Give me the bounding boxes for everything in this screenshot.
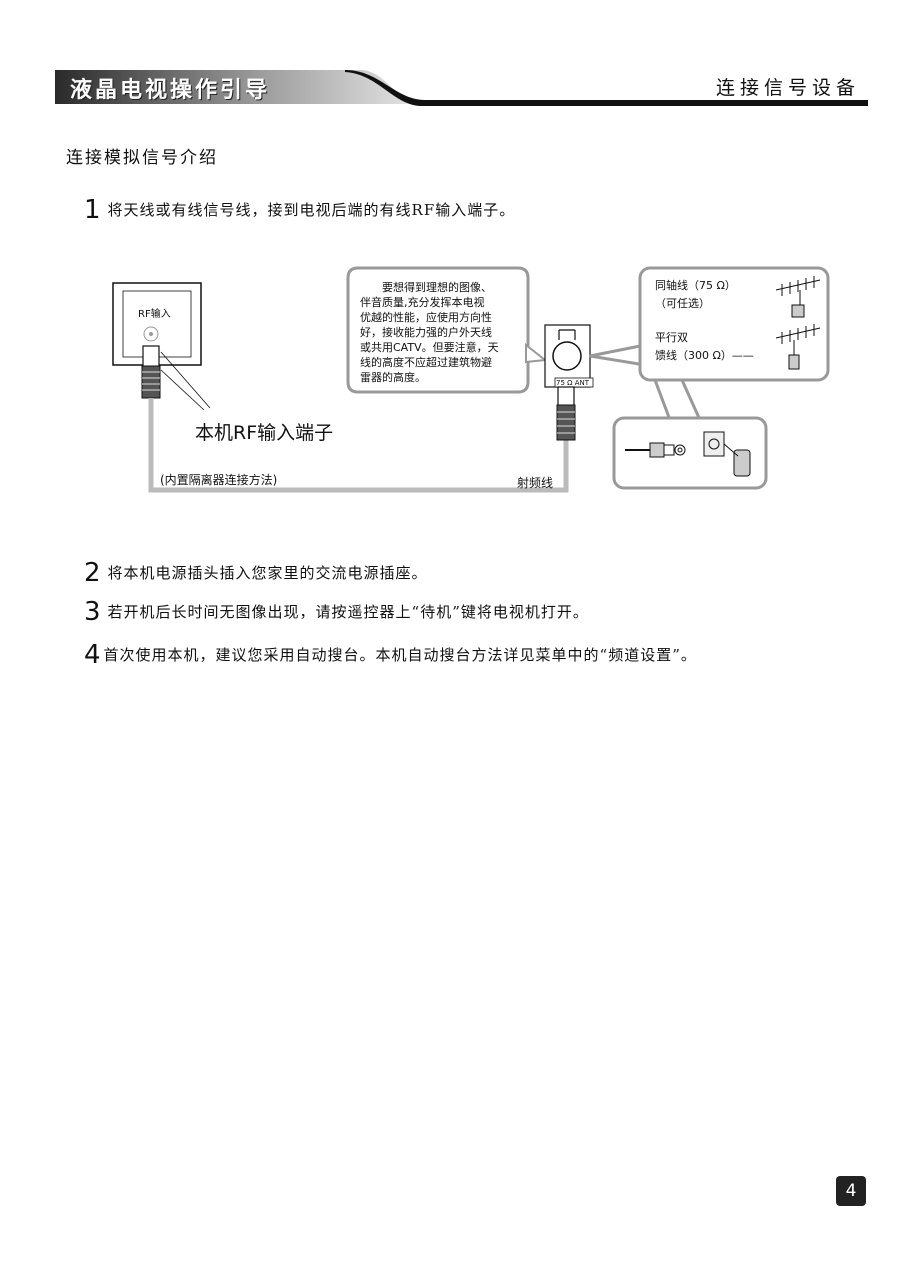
info-bubble bbox=[346, 266, 530, 394]
step-text: 将本机电源插头插入您家里的交流电源插座。 bbox=[107, 564, 428, 582]
step-3: 3 若开机后长时间无图像出现，请按遥控器上“待机”键将电视机打开。 bbox=[84, 597, 589, 627]
step-number: 3 bbox=[84, 597, 102, 627]
rf-plug-icon bbox=[141, 365, 161, 399]
bubble-line: 雷器的高度。 bbox=[360, 371, 426, 384]
step-2: 2 将本机电源插头插入您家里的交流电源插座。 bbox=[84, 558, 428, 588]
coax-optional-label: （可任选） bbox=[655, 297, 710, 310]
adapter-icon bbox=[625, 442, 686, 458]
bubble-line: 好，接收能力强的户外天线 bbox=[360, 326, 492, 339]
antenna-icon-coax bbox=[775, 276, 821, 318]
parallel-label-line1: 平行双 bbox=[655, 331, 688, 344]
step-1: 1 将天线或有线信号线，接到电视后端的有线RF输入端子。 bbox=[84, 195, 515, 225]
rf-cable-label: 射频线 bbox=[517, 476, 554, 490]
rf-port-icon bbox=[143, 326, 159, 342]
step-text: 首次使用本机，建议您采用自动搜台。本机自动搜台方法详见菜单中的“频道设置”。 bbox=[103, 646, 697, 664]
bubble-line: 优越的性能，应使用方向性 bbox=[360, 311, 492, 324]
page-number: 4 bbox=[836, 1176, 866, 1206]
adapter-box bbox=[612, 416, 768, 490]
isolator-label: (内置隔离器连接方法) bbox=[160, 473, 278, 487]
step-number: 4 bbox=[84, 640, 102, 670]
section-title: 连接模拟信号介绍 bbox=[66, 148, 218, 168]
section-heading-right: 连接信号设备 bbox=[715, 77, 860, 99]
antenna-info-box bbox=[638, 266, 830, 382]
parallel-label-line2: 馈线（300 Ω）—— bbox=[655, 349, 754, 362]
step-text: 将天线或有线信号线，接到电视后端的有线RF输入端子。 bbox=[107, 201, 516, 219]
step-number: 2 bbox=[84, 558, 102, 588]
rf-port-label: RF输入 bbox=[138, 309, 171, 320]
step-text: 若开机后长时间无图像出现，请按遥控器上“待机”键将电视机打开。 bbox=[107, 603, 589, 621]
step-number: 1 bbox=[84, 195, 102, 225]
coax-label: 同轴线（75 Ω） bbox=[655, 279, 736, 292]
bubble-line: 要想得到理想的图像、 bbox=[382, 281, 492, 294]
antenna-icon-parallel bbox=[775, 324, 821, 370]
rf-cable bbox=[148, 398, 569, 493]
wall-socket-icon bbox=[703, 431, 751, 477]
header-bar bbox=[55, 70, 868, 106]
connection-diagram bbox=[112, 266, 830, 493]
bubble-line: 线的高度不应超过建筑物避 bbox=[360, 356, 492, 369]
header-title: 液晶电视操作引导 bbox=[70, 77, 271, 103]
ant-label: 75 Ω ANT bbox=[556, 379, 590, 387]
info-bubble-text: 要想得到理想的图像、 伴音质量,充分发挥本电视 优越的性能，应使用方向性 好，接… bbox=[360, 280, 525, 385]
terminal-label: 本机RF输入端子 bbox=[195, 422, 334, 444]
bubble-line: 或共用CATV。但要注意，天 bbox=[360, 341, 499, 354]
bubble-line: 伴音质量,充分发挥本电视 bbox=[360, 296, 485, 309]
